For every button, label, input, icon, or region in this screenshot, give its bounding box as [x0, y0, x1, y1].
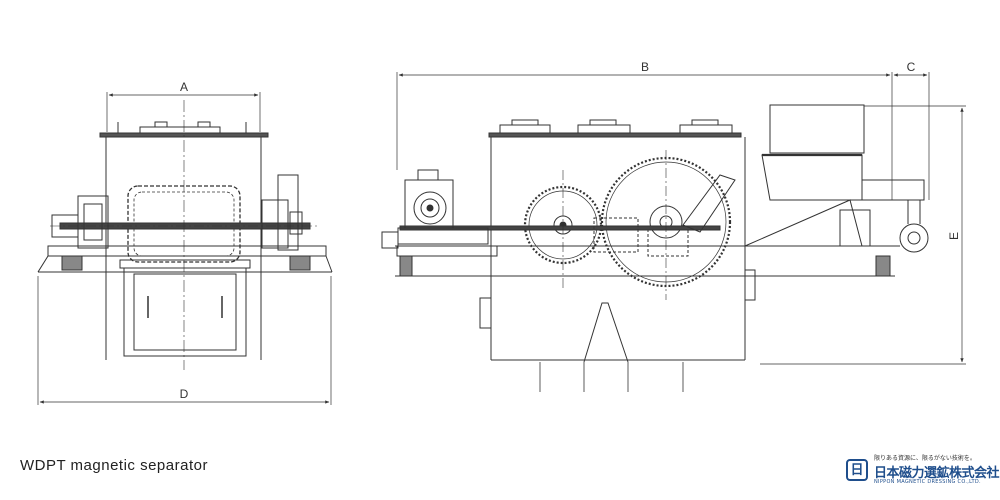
product-caption: WDPT magnetic separator [20, 457, 208, 474]
dimension-d-label: D [180, 387, 189, 401]
company-name: 日本磁力選鉱株式会社 [874, 466, 1000, 481]
dimension-c-label: C [907, 60, 916, 74]
dimension-b-label: B [641, 60, 649, 74]
company-logo: 日 限りある資源に、限るがない技術を。 日本磁力選鉱株式会社 NIPPON MA… [846, 452, 1000, 492]
company-mark-icon: 日 [846, 459, 868, 481]
dimension-e-label: E [947, 232, 961, 240]
technical-drawing: A B C D E [37, 60, 966, 405]
side-view [381, 72, 966, 392]
front-view [37, 92, 333, 405]
company-slogan: 限りある資源に、限るがない技術を。 [874, 455, 976, 462]
company-name-english: NIPPON MAGNETIC DRESSING CO.,LTD. [874, 479, 981, 485]
dimension-a-label: A [180, 80, 188, 94]
